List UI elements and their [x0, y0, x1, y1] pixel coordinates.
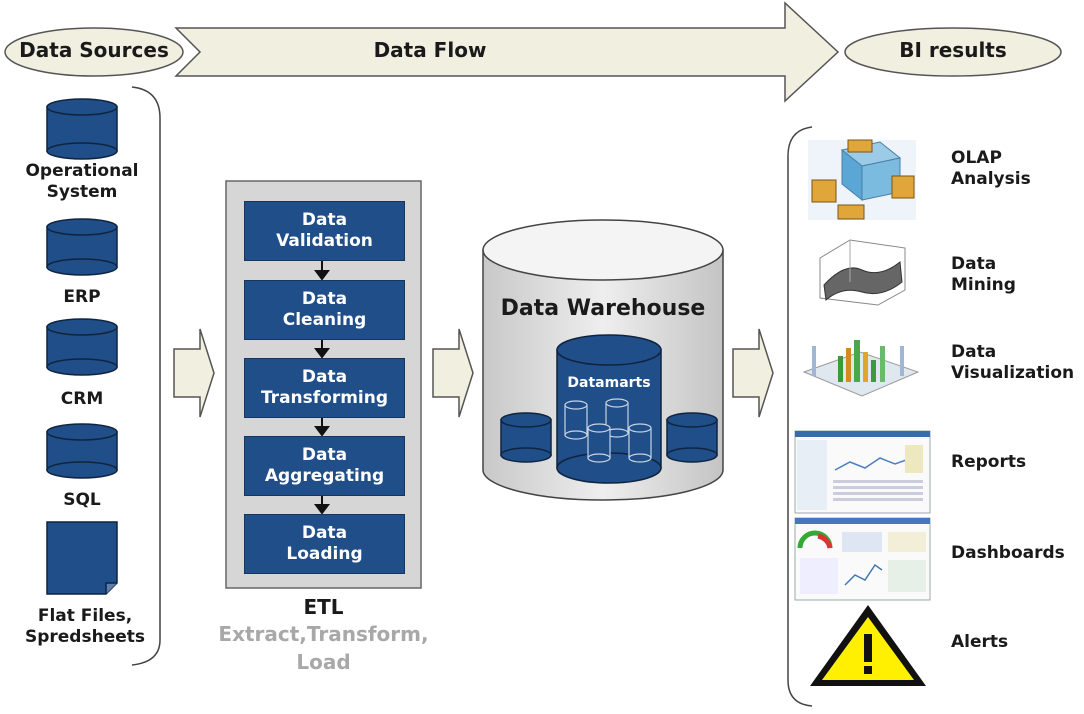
bi-label-line1: OLAP [951, 148, 1002, 168]
etl-step-data-validation: Data Validation [244, 201, 405, 261]
etl-step-line2: Transforming [260, 388, 389, 408]
source-label-erp: ERP [63, 287, 101, 307]
database-icon [46, 318, 118, 376]
etl-subtitle-line1: Extract,Transform, [218, 622, 429, 646]
etl-step-line1: Data [301, 445, 348, 465]
etl-step-line1: Data [301, 210, 348, 230]
bi-label-line2: Visualization [951, 363, 1075, 383]
header-graphics [4, 1, 1062, 103]
dashboard-screenshot-icon [794, 517, 931, 601]
etl-step-arrows [314, 259, 330, 515]
source-label-operational-system: Operational System [25, 161, 139, 202]
data-sources-ellipse [4, 27, 184, 77]
etl-step-line1: Data [301, 367, 348, 387]
etl-step-line1: Data [301, 523, 348, 543]
bi-label-line2: Mining [951, 275, 1016, 295]
etl-title: ETL [303, 595, 344, 619]
flow-arrow-sources-etl [173, 328, 215, 418]
bi-label-data-mining: Data Mining [951, 254, 1016, 296]
bi-label-line1: Alerts [951, 632, 1009, 652]
datamarts-label: Datamarts [567, 375, 651, 391]
data-flow-arrow [174, 1, 840, 103]
etl-subtitle-line2: Load [296, 650, 351, 674]
flow-arrow-etl-warehouse [432, 328, 474, 418]
results-bracket [787, 126, 813, 707]
etl-step-data-loading: Data Loading [244, 514, 405, 574]
3d-chart-icon [802, 340, 920, 397]
bi-label-alerts: Alerts [951, 632, 1008, 653]
bi-results-heading: BI results [899, 38, 1007, 62]
bi-label-dashboards: Dashboards [951, 543, 1065, 564]
bi-label-olap-analysis: OLAP Analysis [951, 148, 1031, 190]
source-label-flat-files: Flat Files, Spredsheets [24, 606, 146, 647]
olap-cube-icon [808, 139, 916, 220]
bi-label-line1: Data [951, 254, 997, 274]
bi-label-line2: Analysis [951, 169, 1031, 189]
etl-step-line1: Data [301, 289, 348, 309]
etl-step-line2: Validation [276, 231, 373, 251]
report-screenshot-icon [794, 430, 931, 514]
data-flow-heading: Data Flow [373, 38, 487, 62]
etl-step-line2: Cleaning [282, 310, 367, 330]
data-warehouse-title: Data Warehouse [500, 296, 706, 321]
database-icon [46, 98, 118, 160]
etl-step-data-aggregating: Data Aggregating [244, 436, 405, 496]
source-label-crm: CRM [60, 389, 104, 409]
bi-label-reports: Reports [951, 452, 1026, 473]
surface-plot-icon [819, 239, 906, 306]
warning-icon [810, 605, 926, 686]
bi-label-line1: Dashboards [951, 543, 1065, 563]
etl-step-data-transforming: Data Transforming [244, 358, 405, 418]
etl-step-data-cleaning: Data Cleaning [244, 280, 405, 340]
database-icon [46, 423, 118, 479]
bi-label-line1: Data [951, 342, 997, 362]
data-sources-heading: Data Sources [19, 38, 169, 62]
database-icon [46, 218, 118, 276]
etl-step-line2: Aggregating [264, 466, 385, 486]
datamart-small-cylinders [564, 398, 652, 463]
bi-label-data-visualization: Data Visualization [951, 342, 1074, 384]
database-icon [666, 412, 718, 463]
bi-label-line1: Reports [951, 452, 1027, 472]
sources-bracket [131, 86, 161, 666]
database-icon [500, 412, 552, 463]
flow-arrow-warehouse-bi [732, 328, 774, 418]
source-label-sql: SQL [63, 490, 101, 510]
bi-results-ellipse [844, 27, 1062, 77]
etl-step-line2: Loading [286, 544, 363, 564]
